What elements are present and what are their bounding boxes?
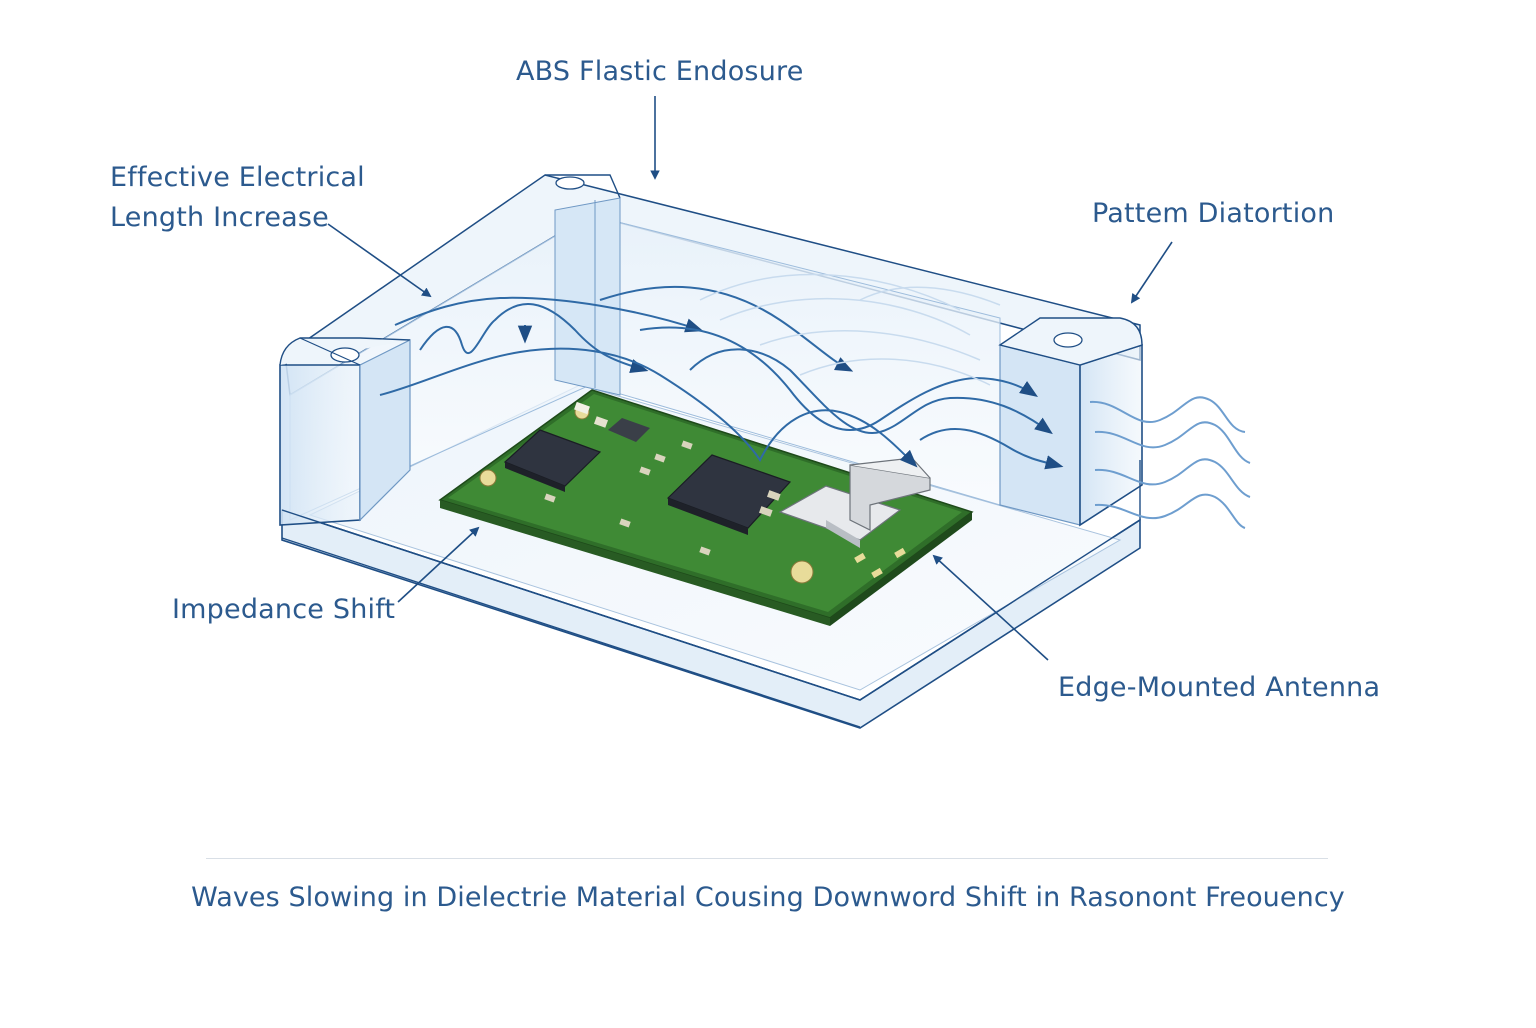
- external-waves: [1089, 396, 1251, 529]
- wave-arrow-3: [379, 347, 918, 468]
- callout-arrow-length: [327, 223, 432, 298]
- caption-divider: [206, 858, 1328, 859]
- pcb-components: [544, 401, 906, 579]
- label-electrical-length-line1: Effective Electrical: [110, 162, 365, 193]
- faint-wave-field: [699, 273, 1001, 386]
- callout-arrow-antenna: [932, 554, 1049, 661]
- figure-caption: Waves Slowing in Dielectrie Material Cou…: [191, 882, 1345, 913]
- label-impedance-shift: Impedance Shift: [172, 594, 396, 625]
- callout-arrows: [327, 96, 1173, 661]
- wave-arrow-7: [919, 428, 1064, 470]
- label-abs-enclosure: ABS Flastic Endosure: [516, 56, 804, 87]
- enclosure-left-wall: [279, 337, 411, 526]
- label-pattern-distortion: Pattem Diatortion: [1092, 198, 1335, 229]
- wave-arrow-6: [689, 348, 1053, 435]
- pcb-chip-right: [666, 454, 792, 535]
- callout-arrow-impedance: [397, 526, 480, 603]
- wave-arrow-1: [394, 296, 704, 333]
- label-edge-mounted-antenna: Edge-Mounted Antenna: [1058, 672, 1381, 703]
- wave-arrow-4: [599, 285, 854, 372]
- enclosure-right-wall: [998, 317, 1143, 527]
- wave-arrow-5: [639, 326, 1038, 431]
- label-electrical-length-line2: Length Increase: [110, 202, 329, 233]
- edge-mounted-antenna: [778, 457, 931, 548]
- label-electrical-length: Effective Electrical Length Increase: [110, 158, 365, 238]
- internal-waves: [379, 285, 1064, 470]
- enclosure-front-edge: [281, 460, 1141, 701]
- callout-arrow-pattern: [1130, 241, 1173, 304]
- wave-arrow-2: [419, 303, 649, 373]
- pcb-chip-left: [503, 429, 602, 492]
